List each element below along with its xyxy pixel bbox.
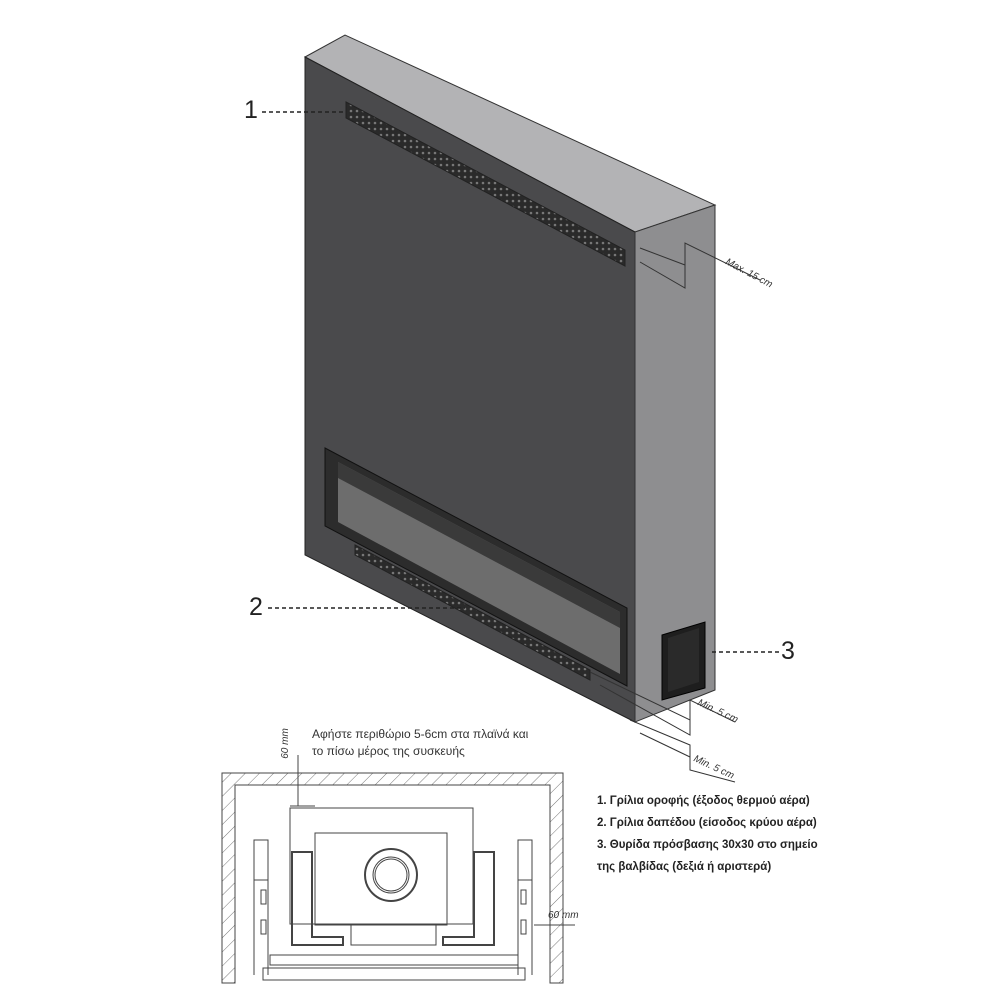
dimension-lines bbox=[589, 242, 761, 783]
callout-2: 2 bbox=[249, 593, 263, 621]
bottom-grille bbox=[354, 544, 591, 681]
note-line-1: Αφήστε περιθώριο 5-6cm στα πλαϊνά και bbox=[312, 727, 529, 741]
cabinet-side-face bbox=[634, 204, 716, 723]
legend: 1. Γρίλια οροφής (έξοδος θερμού αέρα) 2.… bbox=[597, 794, 818, 875]
legend-item-3: 3. Θυρίδα πρόσβασης 30x30 στο σημείο της… bbox=[597, 838, 818, 875]
legend-item-1: 1. Γρίλια οροφής (έξοδος θερμού αέρα) bbox=[597, 795, 810, 807]
legend-item-3-line-1: 3. Θυρίδα πρόσβασης 30x30 στο σημείο bbox=[597, 839, 818, 851]
clearance-note: Αφήστε περιθώριο 5-6cm στα πλαϊνά και το… bbox=[312, 726, 528, 760]
callout-1: 1 bbox=[244, 96, 258, 124]
floor-plan bbox=[221, 755, 575, 984]
callout-3: 3 bbox=[781, 637, 795, 665]
dim-plan-side: 60 mm bbox=[548, 910, 579, 921]
dim-plan-back: 60 mm bbox=[279, 728, 291, 759]
note-line-2: το πίσω μέρος της συσκευής bbox=[312, 744, 465, 758]
legend-item-3-line-2: της βαλβίδας (δεξιά ή αριστερά) bbox=[597, 861, 772, 873]
top-grille bbox=[345, 101, 626, 267]
legend-item-2: 2. Γρίλια δαπέδου (είσοδος κρύου αέρα) bbox=[597, 817, 817, 829]
